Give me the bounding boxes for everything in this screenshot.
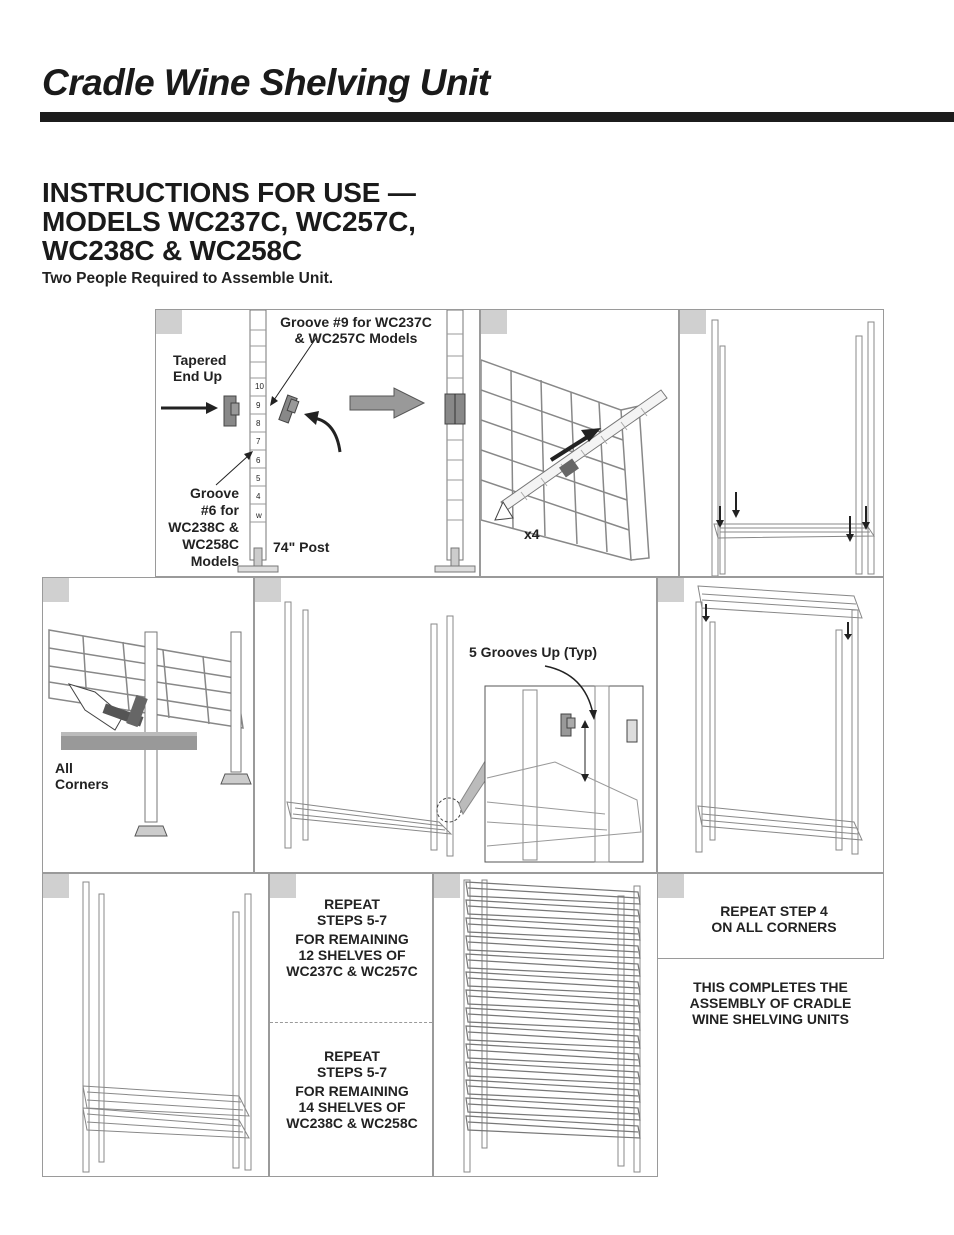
- repeat-a-line-4: 12 SHELVES OF: [298, 947, 406, 963]
- grooves-up-label: 5 Grooves Up (Typ): [469, 644, 598, 660]
- page-title: Cradle Wine Shelving Unit: [42, 62, 490, 103]
- heading-line-1: INSTRUCTIONS FOR USE —: [42, 177, 416, 208]
- heading-line-2: MODELS WC237C, WC257C,: [42, 206, 416, 237]
- step-6-panel: [657, 577, 884, 873]
- number-w: w: [256, 511, 262, 520]
- sleeve-placement-illustration: [284, 601, 644, 863]
- step-8-panel: REPEAT STEPS 5-7 FOR REMAINING 12 SHELVE…: [269, 873, 433, 1177]
- step-number-box: [434, 874, 460, 898]
- step-number-box: [43, 874, 69, 898]
- completion-text: THIS COMPLETES THE ASSEMBLY OF CRADLE WI…: [657, 979, 884, 1027]
- repeat-a-line-5: WC237C & WC257C: [286, 963, 418, 979]
- groove-6-label: Groove #6 for WC238C & WC258C Models: [156, 485, 239, 570]
- step-number-box: [658, 578, 684, 602]
- repeat-b-line-5: WC238C & WC258C: [286, 1115, 418, 1131]
- repeat-b-line-2: STEPS 5-7: [316, 1064, 388, 1080]
- step-4-panel: All Corners: [42, 577, 254, 873]
- post-length-label: 74" Post: [273, 539, 330, 555]
- repeat-b-line-1: REPEAT: [324, 1048, 380, 1064]
- step-5-panel: 5 Grooves Up (Typ): [254, 577, 657, 873]
- number-5: 5: [256, 474, 261, 483]
- number-9: 9: [256, 401, 261, 410]
- completed-unit-illustration: [463, 879, 641, 1173]
- mallet-corner-illustration: [48, 629, 252, 837]
- step-7-panel: [42, 873, 269, 1177]
- groove6-line-3: WC238C &: [168, 519, 239, 535]
- number-6: 6: [256, 456, 261, 465]
- step-number-box: [658, 874, 684, 898]
- quantity-label: x4: [524, 526, 540, 542]
- groove6-line-1: Groove: [189, 485, 239, 501]
- repeat-a-line-1: REPEAT: [324, 896, 380, 912]
- step-2-panel: x4: [480, 309, 679, 577]
- repeat-a-line-2: STEPS 5-7: [316, 912, 388, 928]
- repeat-b-line-3: FOR REMAINING: [295, 1083, 409, 1099]
- groove9-line-2: & WC257C Models: [294, 330, 418, 346]
- groove-9-label: Groove #9 for WC237C & WC257C Models: [269, 314, 443, 346]
- step-3-panel: [679, 309, 884, 577]
- groove6-line-4: WC258C: [182, 536, 239, 552]
- tapered-line-1: Tapered: [173, 352, 227, 368]
- heading-line-3: WC238C & WC258C: [42, 235, 302, 266]
- groove6-line-5: Models: [190, 553, 239, 569]
- groove6-line-2: #6 for: [200, 502, 239, 518]
- posts-into-shelf-illustration: [711, 319, 875, 576]
- assembly-note: Two People Required to Assemble Unit.: [42, 270, 334, 287]
- instructions-heading: INSTRUCTIONS FOR USE — MODELS WC237C, WC…: [42, 178, 416, 265]
- repeat-step-line-2: ON ALL CORNERS: [711, 919, 837, 935]
- step-number-box: [156, 310, 182, 334]
- complete-line-3: WINE SHELVING UNITS: [692, 1011, 849, 1027]
- step-number-box: [255, 578, 281, 602]
- repeat-b-line-4: 14 SHELVES OF: [298, 1099, 406, 1115]
- repeat-14-shelves-text: REPEAT STEPS 5-7 FOR REMAINING 14 SHELVE…: [270, 1048, 432, 1131]
- repeat-12-shelves-text: REPEAT STEPS 5-7 FOR REMAINING 12 SHELVE…: [270, 896, 432, 979]
- number-4: 4: [256, 492, 261, 501]
- step-9-panel: [433, 873, 658, 1177]
- number-8: 8: [256, 419, 261, 428]
- title-rule: [40, 112, 954, 122]
- number-10: 10: [255, 382, 264, 391]
- second-shelf-illustration: [82, 881, 252, 1173]
- groove9-line-1: Groove #9 for WC237C: [280, 314, 432, 330]
- number-7: 7: [256, 437, 261, 446]
- all-corners-label: All Corners: [55, 760, 109, 792]
- complete-line-2: ASSEMBLY OF CRADLE: [689, 995, 852, 1011]
- step-number-box: [481, 310, 507, 334]
- post-insert-illustration: [161, 310, 476, 573]
- corners-line-2: Corners: [55, 776, 109, 792]
- repeat-a-line-3: FOR REMAINING: [295, 931, 409, 947]
- step-10-panel: REPEAT STEP 4 ON ALL CORNERS: [657, 873, 884, 959]
- top-shelf-placement-illustration: [695, 585, 863, 855]
- tapered-end-label: Tapered End Up: [173, 352, 226, 384]
- repeat-step-4-text: REPEAT STEP 4 ON ALL CORNERS: [658, 903, 883, 935]
- corners-line-1: All: [55, 760, 73, 776]
- repeat-step-line-1: REPEAT STEP 4: [720, 903, 828, 919]
- step-1-panel: 10 9 8 7 6 5 4 w Tapered End Up Groove #…: [155, 309, 480, 577]
- step-number-box: [270, 874, 296, 898]
- step-8-divider: [270, 1022, 432, 1023]
- complete-line-1: THIS COMPLETES THE: [693, 979, 848, 995]
- shelf-split-sleeve-illustration: [481, 359, 668, 561]
- step-number-box: [680, 310, 706, 334]
- tapered-line-2: End Up: [173, 368, 222, 384]
- step-number-box: [43, 578, 69, 602]
